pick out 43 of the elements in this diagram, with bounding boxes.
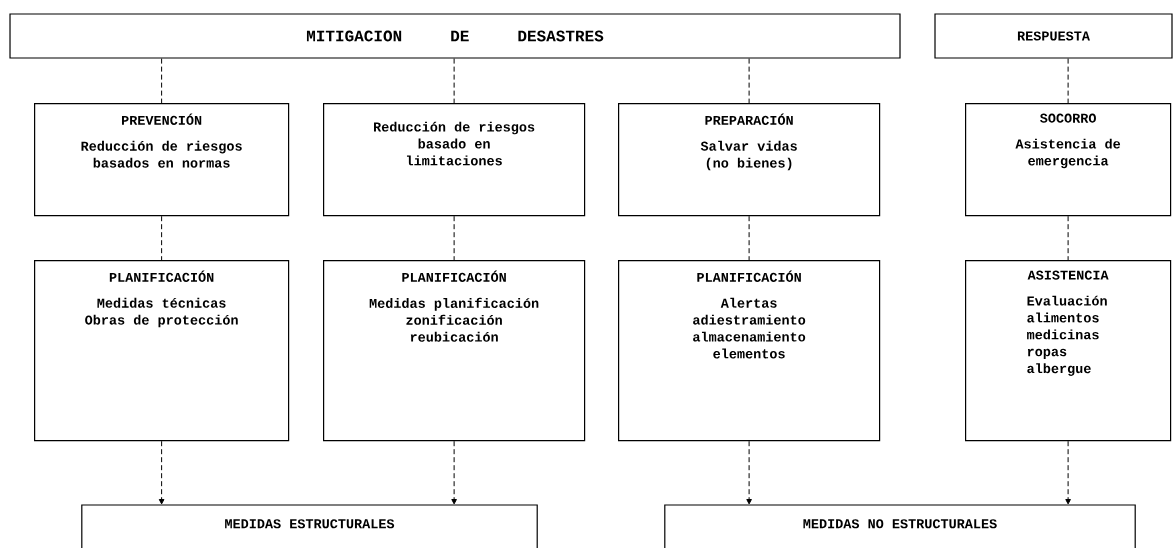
arrow [1065,440,1071,505]
heading: MEDIDAS NO ESTRUCTURALES [803,519,997,529]
process-box [965,103,1172,217]
title-box [934,13,1173,59]
process-box [965,260,1172,442]
heading: RESPUESTA [1017,31,1090,41]
process-box [618,260,881,442]
arrow [158,440,165,505]
body-text: Evaluación alimentos medicinas ropas albergue [1027,295,1107,376]
process-box [34,260,290,442]
process-box [323,260,586,442]
title-box [9,13,901,59]
heading: PLANIFICACIÓN [109,270,214,282]
body-text: Medidas técnicas Obras de protección [85,297,238,328]
connector-line [453,215,455,261]
heading: MITIGACION DE DESASTRES [306,30,604,42]
body-text: Reducción de riesgos basado en limitaciones [374,121,535,166]
heading: SOCORRO [1040,113,1096,123]
body-text: Salvar vidas (no bienes) [700,140,797,171]
heading: PREVENCIÓN [122,113,202,125]
heading: PREPARACIÓN [705,113,793,125]
process-box [323,103,586,217]
heading: PLANIFICACIÓN [697,270,801,282]
category-box [81,504,538,548]
heading: ASISTENCIA [1027,270,1109,280]
body-text: Medidas planificación zonificación reubicación [369,297,539,342]
connector-line [161,58,163,104]
category-box [664,504,1136,548]
connector-line [748,58,750,104]
process-box [34,103,290,217]
heading: MEDIDAS ESTRUCTURALES [225,519,395,529]
connector-line [453,58,455,104]
connector-line [748,215,750,261]
body-text: Alertas adiestramiento almacenamiento elementos [693,297,806,359]
connector-line [1067,215,1069,261]
arrow [746,440,752,505]
heading: PLANIFICACIÓN [402,270,506,282]
body-text: Asistencia de emergencia [1015,138,1121,169]
connector-line [161,215,163,261]
connector-line [1067,58,1069,104]
arrow [451,440,457,505]
body-text: Reducción de riesgos basados en normas [81,140,242,168]
process-box [618,103,881,217]
